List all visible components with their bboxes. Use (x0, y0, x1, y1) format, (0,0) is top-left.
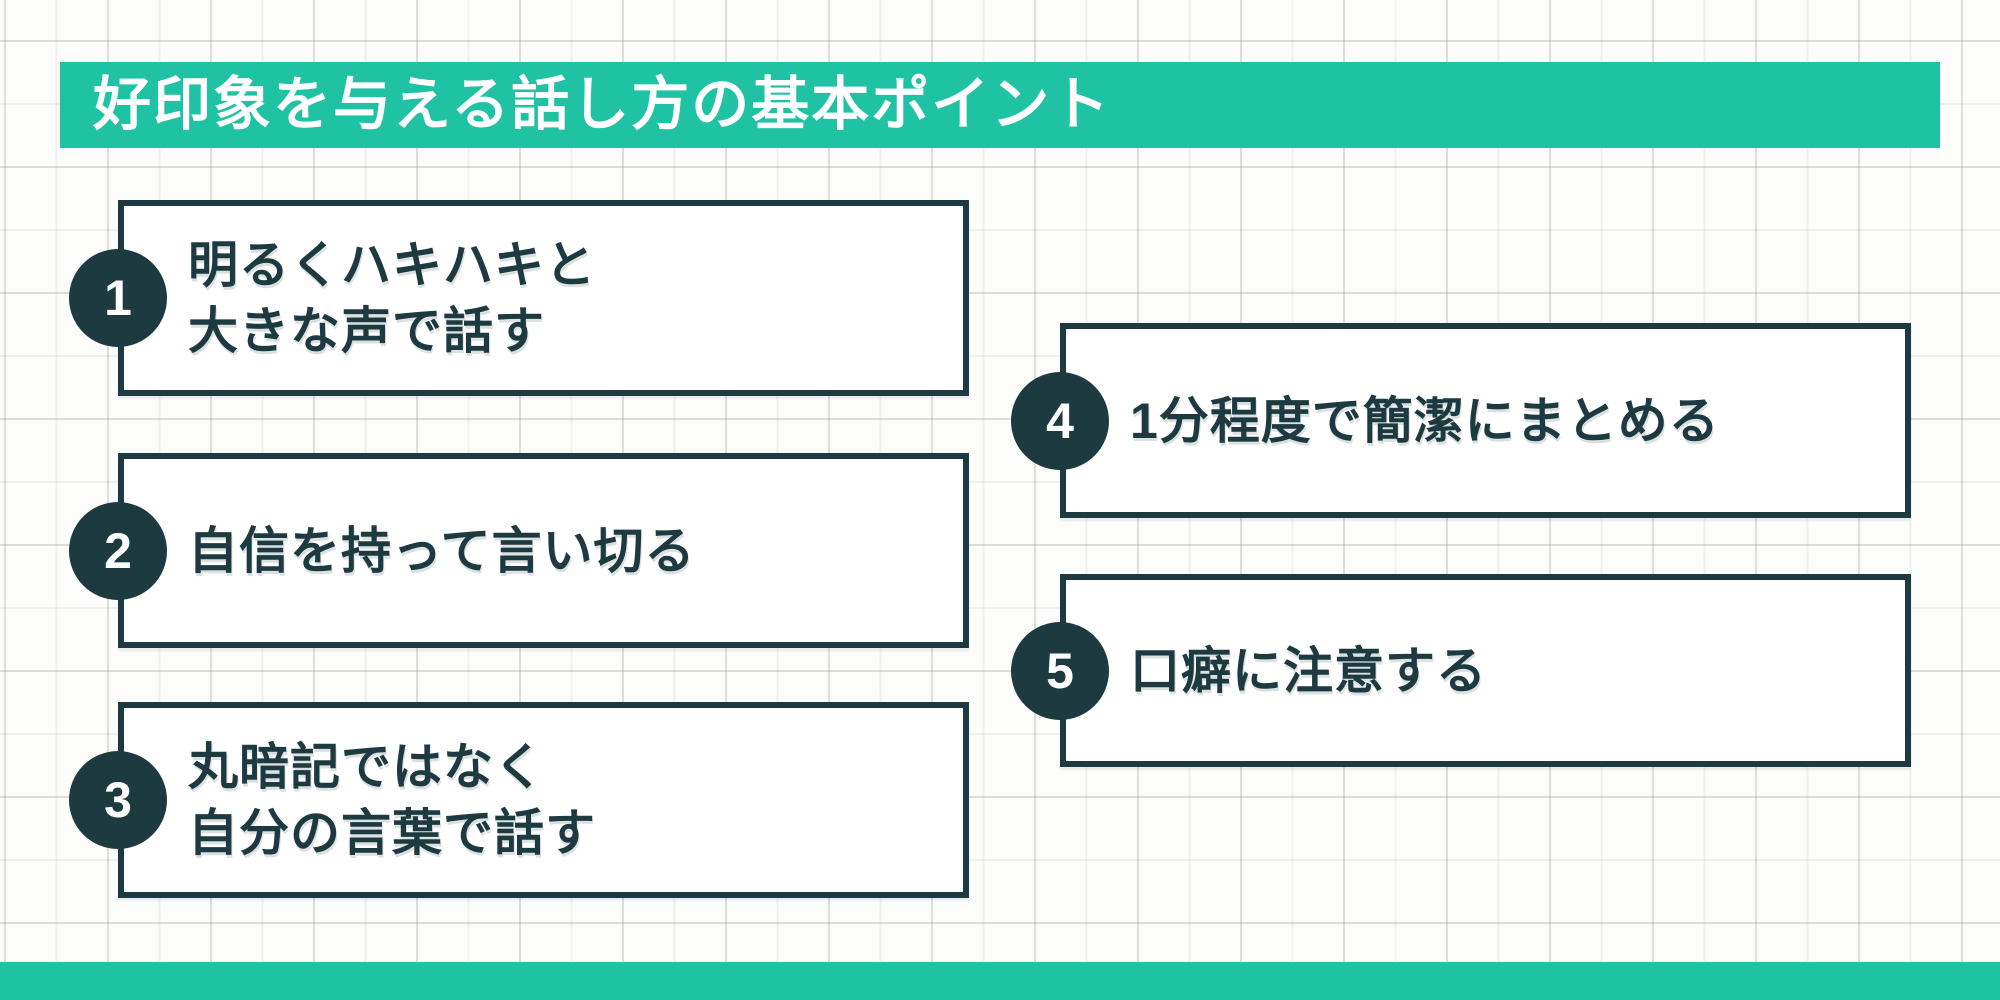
badge-number: 5 (1046, 642, 1074, 699)
point-text-line: 丸暗記ではなく (188, 739, 545, 795)
point-text: 丸暗記ではなく 自分の言葉で話す (188, 734, 963, 866)
point-text-line: 自分の言葉で話す (188, 805, 596, 861)
number-badge-2: 2 (69, 501, 167, 600)
number-badge-1: 1 (69, 249, 167, 347)
badge-number: 1 (104, 270, 132, 326)
point-text-line: 明るくハキハキと (188, 237, 596, 293)
header-bar: 好印象を与える話し方の基本ポイント (60, 62, 1940, 148)
point-text: 1分程度で簡潔にまとめる (1130, 388, 1905, 454)
footer-bar (0, 962, 2000, 1000)
point-card-3: 3 丸暗記ではなく 自分の言葉で話す (69, 702, 969, 898)
number-badge-4: 4 (1011, 371, 1109, 470)
number-badge-3: 3 (69, 751, 167, 849)
point-text-line: 口癖に注意する (1130, 642, 1487, 699)
point-card-1: 1 明るくハキハキと 大きな声で話す (69, 200, 969, 396)
point-text: 口癖に注意する (1130, 638, 1905, 704)
badge-number: 2 (104, 522, 132, 579)
point-card-2: 2 自信を持って言い切る (69, 453, 969, 648)
point-card-5: 5 口癖に注意する (1011, 574, 1911, 767)
point-card-4: 4 1分程度で簡潔にまとめる (1011, 323, 1911, 518)
point-text-line: 1分程度で簡潔にまとめる (1130, 392, 1720, 449)
page-title: 好印象を与える話し方の基本ポイント (93, 72, 1112, 137)
badge-number: 3 (104, 772, 132, 828)
badge-number: 4 (1046, 392, 1074, 449)
number-badge-5: 5 (1011, 621, 1109, 720)
point-text-line: 自信を持って言い切る (188, 522, 696, 579)
point-text: 明るくハキハキと 大きな声で話す (188, 232, 963, 364)
point-text-line: 大きな声で話す (188, 303, 545, 359)
point-text: 自信を持って言い切る (188, 518, 963, 584)
